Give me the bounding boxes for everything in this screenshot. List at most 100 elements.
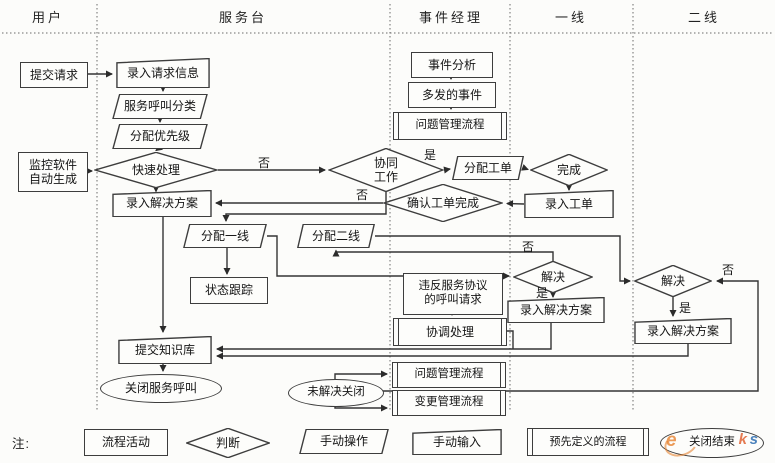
node-label: 多发的事件 [421,87,482,102]
node-confirm-ticket-done-decision: 确认工单完成 [383,184,503,222]
legend-manual-operation: 手动操作 [299,429,389,454]
predefined-side-bar [398,113,400,139]
legend-label: 预先定义的流程 [549,435,627,448]
node-label: 录入请求信息 [126,65,199,80]
node-enter-ticket: 录入工单 [524,190,614,218]
node-label: 录入解决方案 [519,302,592,317]
node-label: 提交请求 [29,67,78,82]
node-monitor-auto-generated: 监控软件 自动生成 [18,152,88,192]
edge-label-no-resolve-second: 否 [722,263,735,277]
node-label-line2: 自动生成 [28,172,77,186]
predefined-side-bar [499,391,501,415]
node-resolve-decision-first-line: 解决 [513,261,593,293]
node-label: 快速处理 [131,162,180,177]
edge-label-no-confirm: 否 [356,188,369,202]
node-label: 分配优先级 [129,129,190,144]
node-label-line2: 的呼叫请求 [424,294,482,306]
node-done-decision: 完成 [530,154,608,186]
manual-operation-shape [452,156,524,180]
node-label: 未解决关闭 [307,386,365,399]
node-label: 确认工单完成 [406,195,479,210]
node-label: 完成 [556,162,581,177]
manual-input-shape [116,58,210,88]
manual-input-shape [118,336,212,364]
node-assign-priority: 分配优先级 [112,124,208,149]
node-coordinate-handling: 协调处理 [393,318,507,346]
edge-label-no-resolve-first: 否 [522,240,535,254]
manual-input-shape [524,190,614,218]
node-label: 解决 [540,269,565,284]
node-label: 解决 [660,273,685,288]
edge-label-yes-resolve-first: 是 [536,286,549,300]
node-label-line2: 工作 [373,170,398,184]
predefined-side-bar [532,429,534,455]
diamond-shape [383,184,503,222]
node-label: 协调处理 [425,324,474,339]
edge-label-yes-resolve-second: 是 [679,301,692,315]
node-sla-violation-calls: 违反服务协议 的呼叫请求 [403,273,503,315]
node-label: 录入解决方案 [125,196,198,211]
manual-input-shape [634,318,732,344]
manual-input-shape [507,297,605,323]
node-enter-solution-service-desk: 录入解决方案 [112,190,212,217]
node-frequent-incidents: 多发的事件 [408,82,496,108]
node-label: 关闭服务呼叫 [124,381,197,396]
node-submit-knowledge-base: 提交知识库 [118,336,212,364]
legend-note: 注: [12,437,30,451]
diamond-shape [328,148,444,192]
lane-header-incident-manager: 事件经理 [418,10,483,25]
node-teamwork-decision: 协同 工作 [328,148,444,192]
legend-label: 手动操作 [319,434,368,449]
node-enter-solution-second-line: 录入解决方案 [634,318,732,344]
lane-header-service-desk: 服务台 [218,10,267,25]
node-label: 分配一线 [200,228,249,243]
node-assign-first-line: 分配一线 [183,224,267,248]
node-label: 事件分析 [427,57,476,72]
watermark-letter-k: k [738,431,747,448]
node-label-line1: 监控软件 [28,157,77,172]
diamond-shape [94,152,218,188]
node-label: 录入工单 [544,196,593,211]
node-submit-request: 提交请求 [20,62,88,88]
node-change-management-process: 变更管理流程 [392,390,506,416]
legend-close-end: e 关闭结束 k s [660,427,764,461]
node-status-tracking: 状态跟踪 [190,277,268,304]
manual-operation-shape [183,224,267,248]
node-label: 问题管理流程 [415,119,485,132]
legend-process-activity: 流程活动 [84,429,168,456]
manual-operation-shape [299,429,389,454]
legend-label: 流程活动 [101,435,150,450]
predefined-side-bar [397,391,399,415]
node-assign-second-line: 分配二线 [297,224,375,248]
manual-operation-shape [112,124,208,149]
watermark-letter-s: s [749,431,758,448]
node-label-line1: 违反服务协议 [418,280,488,293]
diamond-shape [186,428,270,458]
legend-label: 手动输入 [432,434,481,449]
predefined-side-bar [500,113,502,139]
node-problem-management-process-top: 问题管理流程 [393,112,507,140]
legend-predefined-process: 预先定义的流程 [527,428,649,456]
node-label: 提交知识库 [134,342,195,357]
predefined-side-bar [500,319,502,345]
node-classify-service-call: 服务呼叫分类 [112,94,208,119]
node-close-service-call: 关闭服务呼叫 [100,374,222,403]
node-label: 变更管理流程 [414,396,484,409]
node-label: 问题管理流程 [414,368,484,381]
node-assign-ticket: 分配工单 [452,156,524,180]
edge-label-no-quickfix: 否 [258,156,271,170]
manual-input-shape [412,429,502,455]
predefined-side-bar [499,363,501,387]
diamond-shape [530,154,608,186]
node-problem-management-process-bottom: 问题管理流程 [392,362,506,388]
predefined-side-bar [398,319,400,345]
diamond-shape [513,261,593,293]
node-incident-analysis: 事件分析 [411,52,493,78]
manual-operation-shape [112,94,208,119]
node-resolve-decision-second-line: 解决 [634,265,712,297]
diamond-shape [634,265,712,297]
node-label: 分配工单 [463,160,512,175]
watermark-letter-e: e [666,430,677,451]
node-label: 状态跟踪 [204,283,253,298]
